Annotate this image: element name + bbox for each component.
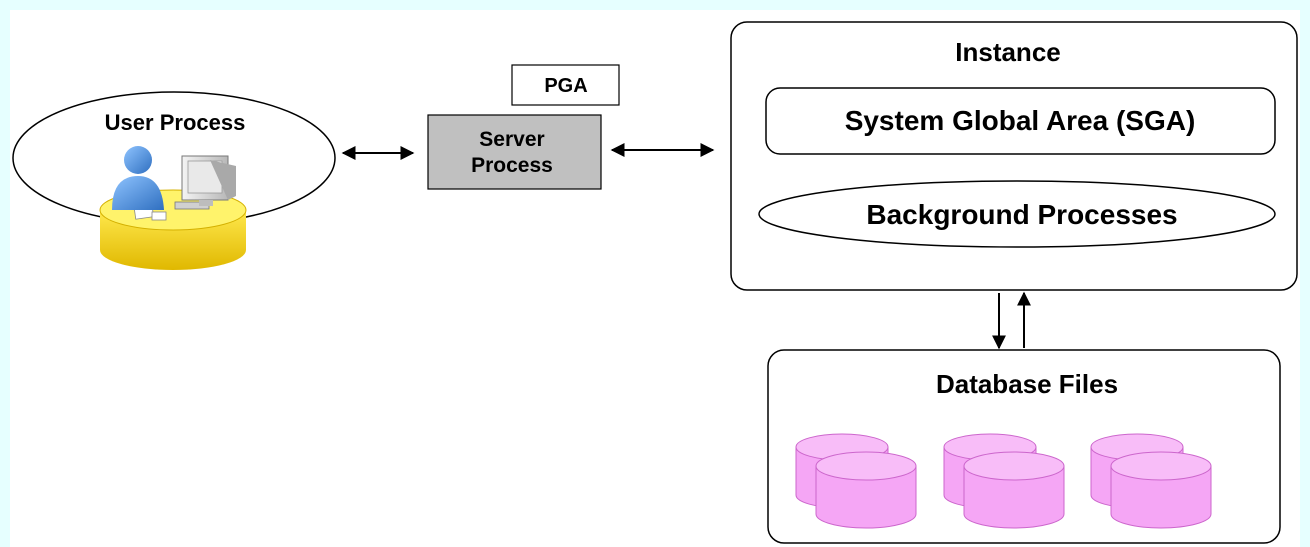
server-process-label-line2: Process [471,154,553,177]
background-processes-ellipse [758,180,1276,248]
datafile-cylinder-front-1 [815,451,917,529]
datafile-group [795,433,1212,529]
sga-box [765,87,1276,155]
instance-box: Instance System Global Area (SGA) Backgr… [730,21,1298,291]
database-files-title: Database Files [936,369,1118,399]
datafile-cylinder-front-2 [963,451,1065,529]
user-process-node: User Process [12,91,336,270]
datafile-cylinder-front-3 [1110,451,1212,529]
pga-label: PGA [544,75,587,97]
instance-title: Instance [955,37,1061,67]
user-at-computer-icon [99,146,247,270]
user-process-label: User Process [105,110,246,135]
server-process-box: Server Process [427,114,602,190]
background-processes-label: Background Processes [866,199,1177,230]
server-process-label-line1: Server [479,128,544,151]
sga-label: System Global Area (SGA) [845,105,1196,136]
pga-box: PGA [511,64,620,106]
